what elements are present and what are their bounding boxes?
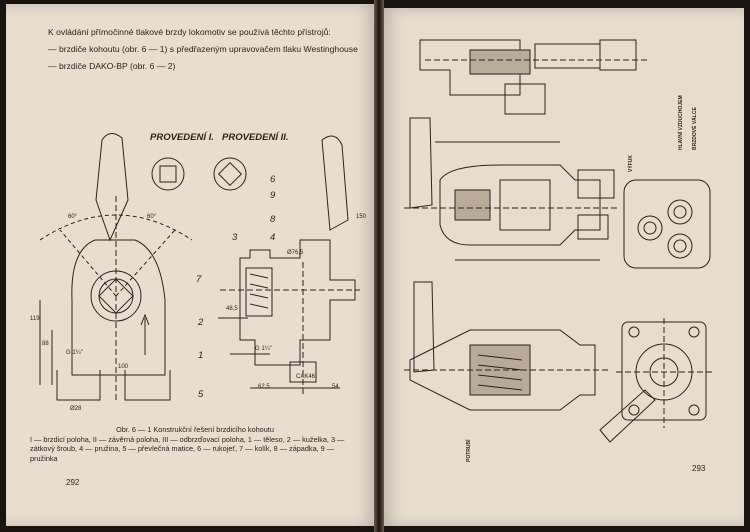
dim-54: 54 bbox=[332, 384, 339, 390]
right-page bbox=[380, 8, 744, 526]
dim-g-thread-right: G 1¼" bbox=[255, 346, 272, 352]
page-number-left: 292 bbox=[66, 478, 80, 487]
variant-2-label: PROVEDENÍ II. bbox=[222, 132, 289, 143]
label-brzdove-valce: BRZDOVÉ VÁLCE bbox=[692, 107, 698, 150]
label-vyfuk: VÝFUK bbox=[628, 155, 634, 172]
dim-d76-5: Ø76,5 bbox=[287, 250, 304, 256]
part-label-4: 4 bbox=[270, 232, 275, 243]
book-gutter bbox=[374, 0, 384, 532]
dim-48-5: 48,5 bbox=[226, 306, 238, 312]
part-label-5: 5 bbox=[198, 389, 204, 400]
list-item-1: — brzdiče kohoutu (obr. 6 — 1) s předřaz… bbox=[48, 44, 358, 55]
dim-angle-right: 60° bbox=[147, 214, 157, 220]
left-page bbox=[6, 4, 378, 526]
figure-caption: Obr. 6 — 1 Konstrukční řešení brzdicího … bbox=[30, 425, 360, 463]
dim-150: 150 bbox=[356, 214, 367, 220]
dim-d28: Ø28 bbox=[70, 406, 82, 412]
dim-angle-left: 60° bbox=[68, 214, 78, 220]
part-label-7: 7 bbox=[196, 274, 202, 285]
part-label-8: 8 bbox=[270, 214, 276, 225]
dim-100: 100 bbox=[118, 364, 129, 370]
caption-body: I — brzdicí poloha, II — závěrná poloha,… bbox=[30, 434, 345, 463]
list-item-2: — brzdiče DAKO-BP (obr. 6 — 2) bbox=[48, 61, 176, 72]
part-label-6: 6 bbox=[270, 174, 276, 185]
part-label-9: 9 bbox=[270, 190, 276, 201]
caption-heading: Obr. 6 — 1 Konstrukční řešení brzdicího … bbox=[116, 425, 274, 434]
part-label-1: 1 bbox=[198, 350, 203, 361]
label-potrubi: POTRUBÍ bbox=[466, 439, 472, 463]
variant-1-label: PROVEDENÍ I. bbox=[150, 132, 214, 143]
dim-119: 119 bbox=[30, 316, 40, 322]
page-number-right: 293 bbox=[692, 464, 706, 473]
part-label-2: 2 bbox=[197, 317, 204, 328]
part-label-3: 3 bbox=[232, 232, 238, 243]
dim-62-5: 62,5 bbox=[258, 384, 270, 390]
dim-cak46: CAK46 bbox=[296, 374, 316, 380]
dim-88: 88 bbox=[42, 341, 49, 347]
intro-paragraph: K ovládání přímočinné tlakové brzdy loko… bbox=[48, 27, 331, 37]
dim-g-thread-left: G 1¼" bbox=[66, 350, 83, 356]
label-hlavni-vzduchojem: HLAVNÍ VZDUCHOJEM bbox=[678, 95, 684, 150]
intro-text: K ovládání přímočinné tlakové brzdy loko… bbox=[48, 26, 368, 78]
